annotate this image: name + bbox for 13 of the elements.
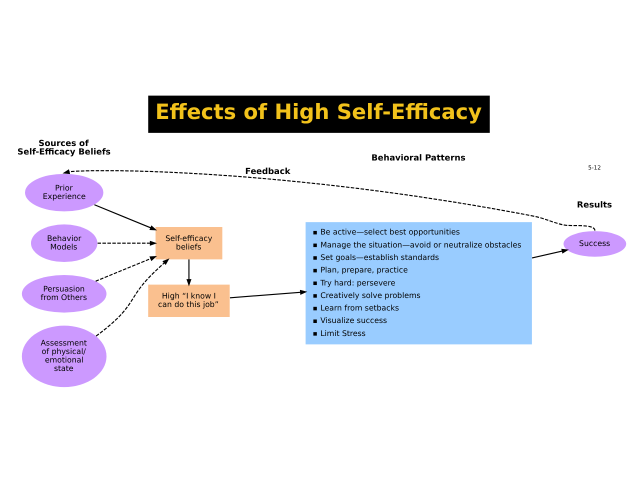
arrow — [98, 240, 158, 246]
arrow — [230, 289, 308, 298]
arrow — [186, 258, 192, 286]
arrow — [532, 248, 569, 258]
arrow — [62, 168, 596, 230]
label: Behavioral Patterns — [371, 152, 466, 162]
label: Results — [576, 198, 612, 209]
edge-label: Feedback — [245, 166, 290, 176]
diagram-title: Effects of High Self-Efficacy — [155, 98, 482, 124]
label: Sources of Self-Efficacy Beliefs — [17, 137, 111, 156]
arrow — [95, 256, 158, 282]
arrow — [94, 204, 158, 230]
arrow — [96, 258, 170, 336]
